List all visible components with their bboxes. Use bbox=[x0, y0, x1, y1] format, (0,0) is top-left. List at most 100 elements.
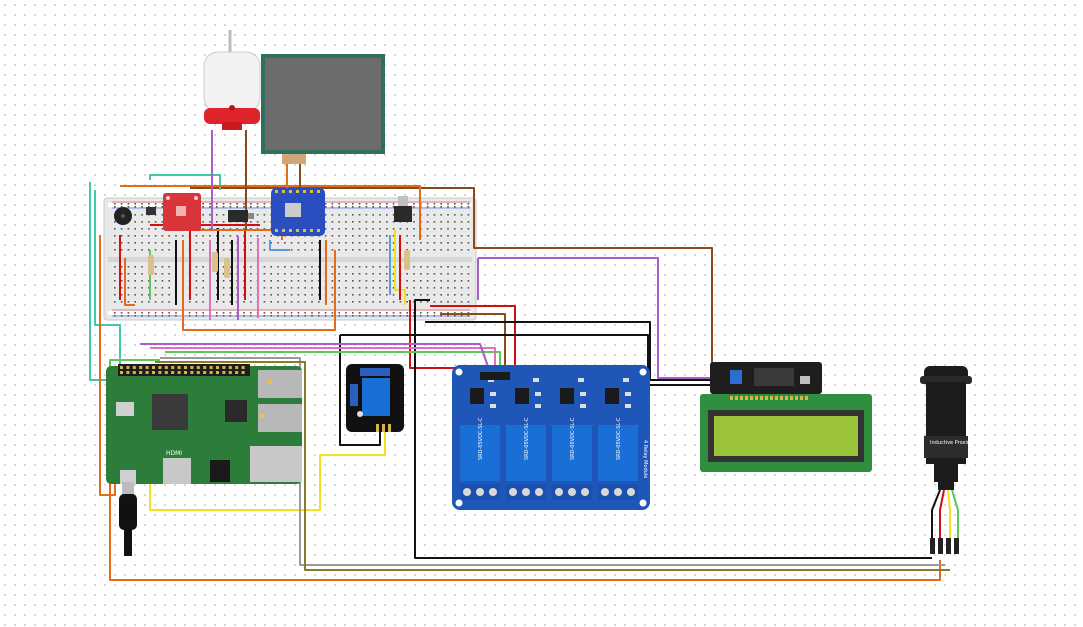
gpio-pin bbox=[228, 371, 232, 374]
breadboard-hole bbox=[297, 273, 300, 275]
breadboard-hole bbox=[433, 287, 436, 289]
breadboard-hole bbox=[161, 221, 164, 223]
breadboard-hole bbox=[216, 287, 218, 289]
breadboard-hole bbox=[365, 312, 368, 314]
breadboard-hole bbox=[141, 242, 143, 244]
breadboard-hole bbox=[127, 280, 130, 282]
gpio-pin bbox=[132, 366, 136, 369]
breadboard-hole bbox=[222, 206, 225, 208]
breadboard-hole bbox=[379, 312, 381, 314]
breadboard-hole bbox=[168, 315, 170, 317]
breadboard-hole bbox=[127, 294, 130, 296]
terminal-screw bbox=[568, 488, 576, 496]
breadboard-hole bbox=[365, 228, 368, 230]
slide-switch bbox=[228, 210, 254, 222]
breadboard-hole bbox=[277, 273, 279, 275]
breadboard-hole bbox=[426, 294, 429, 296]
breadboard-hole bbox=[426, 221, 429, 223]
breadboard-hole bbox=[460, 242, 463, 244]
breadboard-hole bbox=[460, 206, 463, 208]
breadboard-hole bbox=[216, 280, 218, 282]
breadboard-hole bbox=[222, 214, 225, 216]
breadboard-hole bbox=[134, 221, 136, 223]
breadboard-hole bbox=[250, 280, 252, 282]
breadboard-hole bbox=[161, 315, 164, 317]
breadboard-hole bbox=[358, 315, 361, 317]
breadboard-hole bbox=[114, 228, 116, 230]
breadboard-hole bbox=[222, 221, 225, 223]
breadboard-hole bbox=[195, 315, 198, 317]
breadboard-hole bbox=[352, 287, 354, 289]
breadboard-hole bbox=[318, 280, 320, 282]
square-display-panel bbox=[261, 54, 385, 164]
gpio-pin bbox=[120, 371, 123, 374]
breadboard-hole bbox=[243, 203, 245, 205]
breadboard-hole bbox=[270, 301, 272, 303]
breadboard-hole bbox=[365, 203, 368, 205]
connector-pin bbox=[938, 538, 943, 554]
gpio-pin bbox=[241, 366, 245, 369]
breadboard-hole bbox=[243, 312, 245, 314]
relay-cube-label: SRD-05VDC-SL-C bbox=[524, 417, 530, 460]
breadboard-hole bbox=[358, 266, 361, 268]
gpio-pin bbox=[145, 366, 149, 369]
voltage-regulator bbox=[394, 196, 412, 222]
gpio-pin bbox=[209, 371, 213, 374]
breadboard-hole bbox=[379, 294, 381, 296]
breadboard-hole bbox=[324, 203, 327, 205]
breadboard-hole bbox=[263, 214, 266, 216]
breadboard-hole bbox=[120, 315, 123, 317]
breadboard-hole bbox=[345, 312, 347, 314]
pin bbox=[317, 190, 320, 193]
breadboard-hole bbox=[426, 228, 429, 230]
breadboard-hole bbox=[386, 287, 388, 289]
breadboard-hole bbox=[114, 206, 116, 208]
breadboard-hole bbox=[426, 206, 429, 208]
breadboard-hole bbox=[426, 249, 429, 251]
breadboard-hole bbox=[447, 312, 449, 314]
breadboard-hole bbox=[284, 273, 286, 275]
breadboard-hole bbox=[365, 273, 368, 275]
breadboard-hole bbox=[399, 315, 402, 317]
breadboard-hole bbox=[277, 301, 279, 303]
breadboard-hole bbox=[420, 273, 422, 275]
breadboard-hole bbox=[324, 235, 327, 237]
breadboard-hole bbox=[392, 273, 395, 275]
breadboard-hole bbox=[284, 315, 286, 317]
breadboard-hole bbox=[358, 280, 361, 282]
pin bbox=[289, 190, 292, 193]
breadboard-hole bbox=[460, 214, 463, 216]
breadboard-hole bbox=[209, 221, 211, 223]
breadboard-hole bbox=[202, 294, 204, 296]
breadboard-hole bbox=[318, 242, 320, 244]
breadboard-hole bbox=[270, 280, 272, 282]
breadboard-hole bbox=[406, 235, 408, 237]
dc-motor bbox=[203, 30, 261, 130]
breadboard-hole bbox=[392, 228, 395, 230]
breadboard-hole bbox=[209, 235, 211, 237]
breadboard-hole bbox=[365, 206, 368, 208]
breadboard-hole bbox=[222, 273, 225, 275]
breadboard-hole bbox=[426, 315, 429, 317]
breadboard-hole bbox=[454, 235, 456, 237]
breadboard-hole bbox=[134, 206, 136, 208]
breadboard-hole bbox=[318, 287, 320, 289]
breadboard-hole bbox=[134, 214, 136, 216]
breadboard-hole bbox=[304, 273, 306, 275]
breadboard-hole bbox=[243, 301, 245, 303]
breadboard-hole bbox=[352, 273, 354, 275]
breadboard-hole bbox=[399, 228, 402, 230]
breadboard-hole bbox=[161, 214, 164, 216]
breadboard-hole bbox=[386, 294, 388, 296]
gpio-pin bbox=[139, 366, 143, 369]
breadboard-hole bbox=[413, 249, 415, 251]
breadboard-hole bbox=[209, 206, 211, 208]
gpio-pin bbox=[222, 371, 226, 374]
breadboard-hole bbox=[454, 294, 456, 296]
lcd-pin bbox=[785, 396, 788, 400]
breadboard-hole bbox=[263, 228, 266, 230]
breadboard-hole bbox=[195, 301, 198, 303]
breadboard-hole bbox=[161, 301, 164, 303]
breadboard-hole bbox=[433, 221, 436, 223]
breadboard-hole bbox=[386, 312, 388, 314]
